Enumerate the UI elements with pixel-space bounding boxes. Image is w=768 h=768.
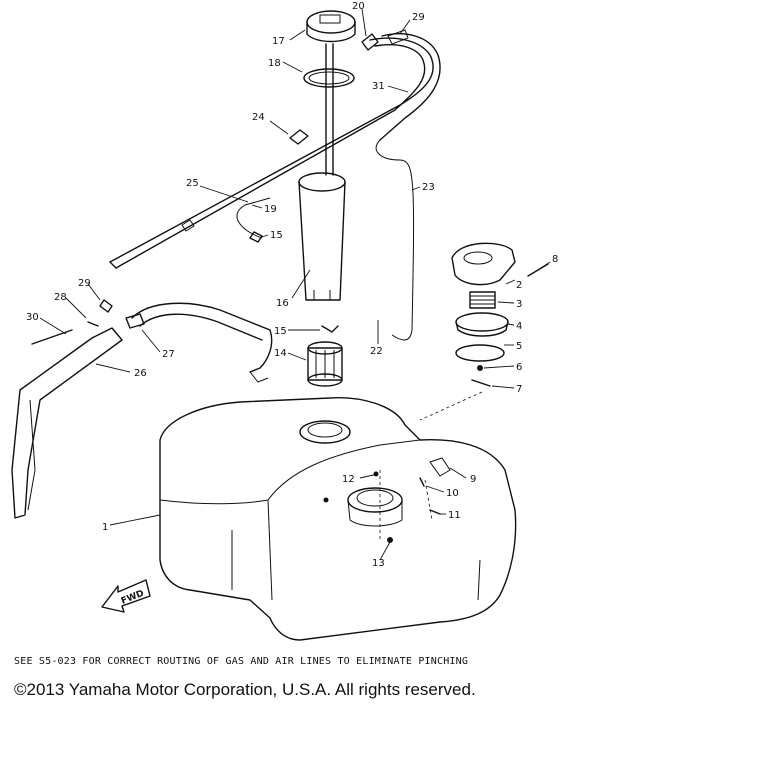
callout-28: 29	[78, 278, 91, 289]
callout-31: 31	[372, 81, 385, 92]
callout-15-upper: 15	[270, 230, 283, 241]
callout-10: 10	[446, 488, 459, 499]
callout-14: 14	[274, 348, 287, 359]
filler-cap-assembly	[451, 242, 549, 387]
strainer	[307, 341, 343, 387]
fuel-tank	[159, 397, 517, 641]
callout-8: 8	[552, 254, 558, 265]
fwd-arrow-icon: FWD	[101, 579, 151, 613]
callout-2: 2	[516, 280, 522, 291]
tank-brackets	[11, 302, 273, 519]
fwd-label: FWD	[120, 589, 146, 607]
callout-4: 4	[516, 321, 522, 332]
callout-13: 13	[372, 558, 385, 569]
callout-3: 3	[516, 299, 522, 310]
callout-6: 6	[516, 362, 522, 373]
callout-27: 28	[54, 292, 67, 303]
leader-lines	[39, 8, 551, 561]
callout-25: 26	[134, 368, 147, 379]
callout-12: 12	[342, 474, 355, 485]
callout-15-mid: 15	[274, 326, 287, 337]
filter-tube	[298, 172, 346, 301]
callout-26: 27	[162, 349, 175, 360]
callout-16: 16	[276, 298, 289, 309]
callout-29: 30	[26, 312, 39, 323]
fuel-hoses	[109, 29, 441, 341]
callout-22: 22	[370, 346, 383, 357]
callout-19: 19	[264, 204, 277, 215]
callout-24: 24	[252, 112, 265, 123]
callout-1: 1	[102, 522, 108, 533]
callout-9: 9	[470, 474, 476, 485]
callout-5: 5	[516, 341, 522, 352]
exploded-parts-diagram: FWD	[11, 1, 558, 641]
routing-note: SEE S5-023 FOR CORRECT ROUTING OF GAS AN…	[14, 656, 469, 667]
callout-20: 20	[352, 1, 365, 12]
callout-numbers: 17 18 24 20 29 31 23 25 19 15 16 15 14 2…	[26, 1, 558, 569]
callout-11: 11	[448, 510, 461, 521]
callout-21: 23	[422, 182, 435, 193]
fuel-sender	[303, 10, 356, 176]
copyright-text: ©2013 Yamaha Motor Corporation, U.S.A. A…	[14, 680, 476, 699]
callout-18: 17	[272, 36, 285, 47]
callout-17: 18	[268, 58, 281, 69]
callout-30: 29	[412, 12, 425, 23]
callout-7: 7	[516, 384, 522, 395]
callout-23: 25	[186, 178, 199, 189]
